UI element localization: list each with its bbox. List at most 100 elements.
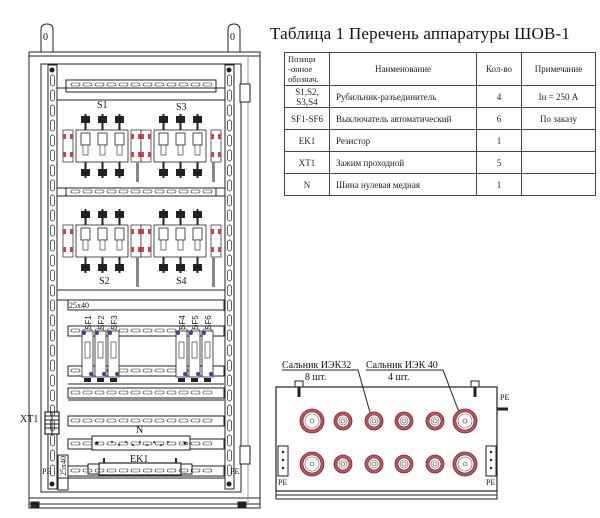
switch-clamp-bottom	[115, 264, 124, 271]
rail-slot	[227, 374, 232, 387]
support-clip	[218, 152, 221, 157]
breaker-label-sf3: SF3	[110, 315, 119, 330]
din-slot	[94, 418, 105, 423]
switch-pole	[192, 227, 203, 241]
switch-support	[62, 129, 74, 163]
rail-slot	[227, 149, 232, 162]
switch-pole-neck	[116, 144, 123, 156]
rail-slot	[50, 269, 55, 282]
switch-clamp-top	[81, 116, 90, 123]
din-slot	[142, 328, 153, 333]
switch-pole-neck	[99, 144, 106, 156]
switch-pole	[97, 132, 108, 146]
din-slot	[154, 468, 165, 473]
busbar-vertical-label: 25x40	[59, 456, 68, 476]
gland-hole	[371, 461, 377, 467]
support-clip	[138, 152, 141, 157]
din-slot	[178, 390, 189, 395]
gland-ring	[430, 416, 440, 426]
din-slot	[202, 418, 213, 423]
switch-label-s3: S3	[176, 102, 187, 113]
rail-slot	[227, 209, 232, 222]
support-post	[212, 257, 215, 287]
switch-clamp-bottom	[81, 169, 90, 176]
neutral-bus-hole	[111, 441, 113, 443]
switch-support	[210, 129, 222, 163]
switch-clamp-top	[176, 211, 185, 218]
busbar-label: 25x40	[69, 301, 89, 310]
switch-pole-neck	[116, 239, 123, 251]
breaker-label-sf1: SF1	[84, 315, 93, 330]
din-slot	[130, 82, 141, 87]
bolt-right	[470, 380, 480, 397]
breaker-window	[178, 341, 185, 359]
header-position: Позици -онное обознач.	[284, 52, 330, 86]
breaker-screw	[202, 331, 206, 335]
table-row: EK1 Резистор 1	[284, 129, 596, 152]
rail-slot	[227, 284, 232, 297]
leader-line-gland-32	[282, 369, 376, 431]
breaker-body	[201, 330, 214, 378]
din-slot	[166, 368, 177, 373]
din-slot	[202, 189, 213, 194]
support-clip	[138, 247, 141, 252]
switch-clamp-top	[98, 211, 107, 218]
busbar-25x40	[67, 299, 225, 311]
rail-slot	[50, 404, 55, 417]
rail-slot	[227, 74, 232, 87]
breaker-label-sf4: SF4	[178, 315, 187, 330]
rail-slot	[50, 224, 55, 237]
din-slot	[118, 441, 129, 446]
din-rail-breakers-bottom	[67, 365, 225, 377]
switch-label-s1: S1	[97, 100, 108, 111]
din-slot	[82, 82, 93, 87]
gland-ring	[338, 416, 348, 426]
din-rail-top	[65, 79, 217, 93]
rail-slot	[50, 209, 55, 222]
switch-clamp-bottom	[159, 169, 168, 176]
switch-clamp-top	[81, 211, 90, 218]
neutral-bus-hole	[167, 441, 169, 443]
rail-slot	[227, 359, 232, 372]
hinge-top	[239, 83, 251, 103]
din-slot	[106, 189, 117, 194]
resistor-label-ek1: EK1	[130, 454, 148, 465]
switch-label-s4: S4	[176, 276, 187, 287]
din-slot	[166, 189, 177, 194]
switch-clamp-bottom	[193, 169, 202, 176]
breaker-body	[175, 330, 188, 378]
din-slot	[106, 418, 117, 423]
cabinet-outer-frame	[28, 51, 261, 509]
pe-label-plate-right: PE	[486, 478, 495, 487]
pe-strip-hole	[281, 450, 285, 454]
table-row: N Шина нулевая медная 1	[284, 173, 596, 196]
rail-screw	[226, 67, 232, 73]
breaker-body	[188, 330, 201, 378]
support-clip	[148, 247, 151, 252]
switch-pole-neck	[82, 239, 89, 251]
gland-ring	[399, 416, 409, 426]
switch-clamp-top	[193, 116, 202, 123]
din-slot	[166, 468, 177, 473]
din-slot	[130, 418, 141, 423]
gland-hole	[309, 418, 315, 424]
rail-slot	[227, 464, 232, 477]
support-clip	[141, 247, 144, 252]
din-slot	[94, 441, 105, 446]
rail-slot	[227, 299, 232, 312]
gland-32-qty: 8 шт.	[305, 372, 326, 383]
gland-ring	[304, 413, 320, 429]
rail-slot	[227, 239, 232, 252]
din-slot	[118, 368, 129, 373]
foot-left	[30, 501, 40, 509]
pe-strip-hole	[489, 450, 493, 454]
support-post	[136, 257, 139, 287]
support-clip	[63, 247, 66, 252]
din-slot	[142, 418, 153, 423]
switch-pole-neck	[82, 144, 89, 156]
rail-slot	[227, 344, 232, 357]
pe-strip-hole	[489, 458, 493, 462]
rail-slot	[50, 314, 55, 327]
switch-pole-neck	[177, 239, 184, 251]
din-slot	[106, 468, 117, 473]
